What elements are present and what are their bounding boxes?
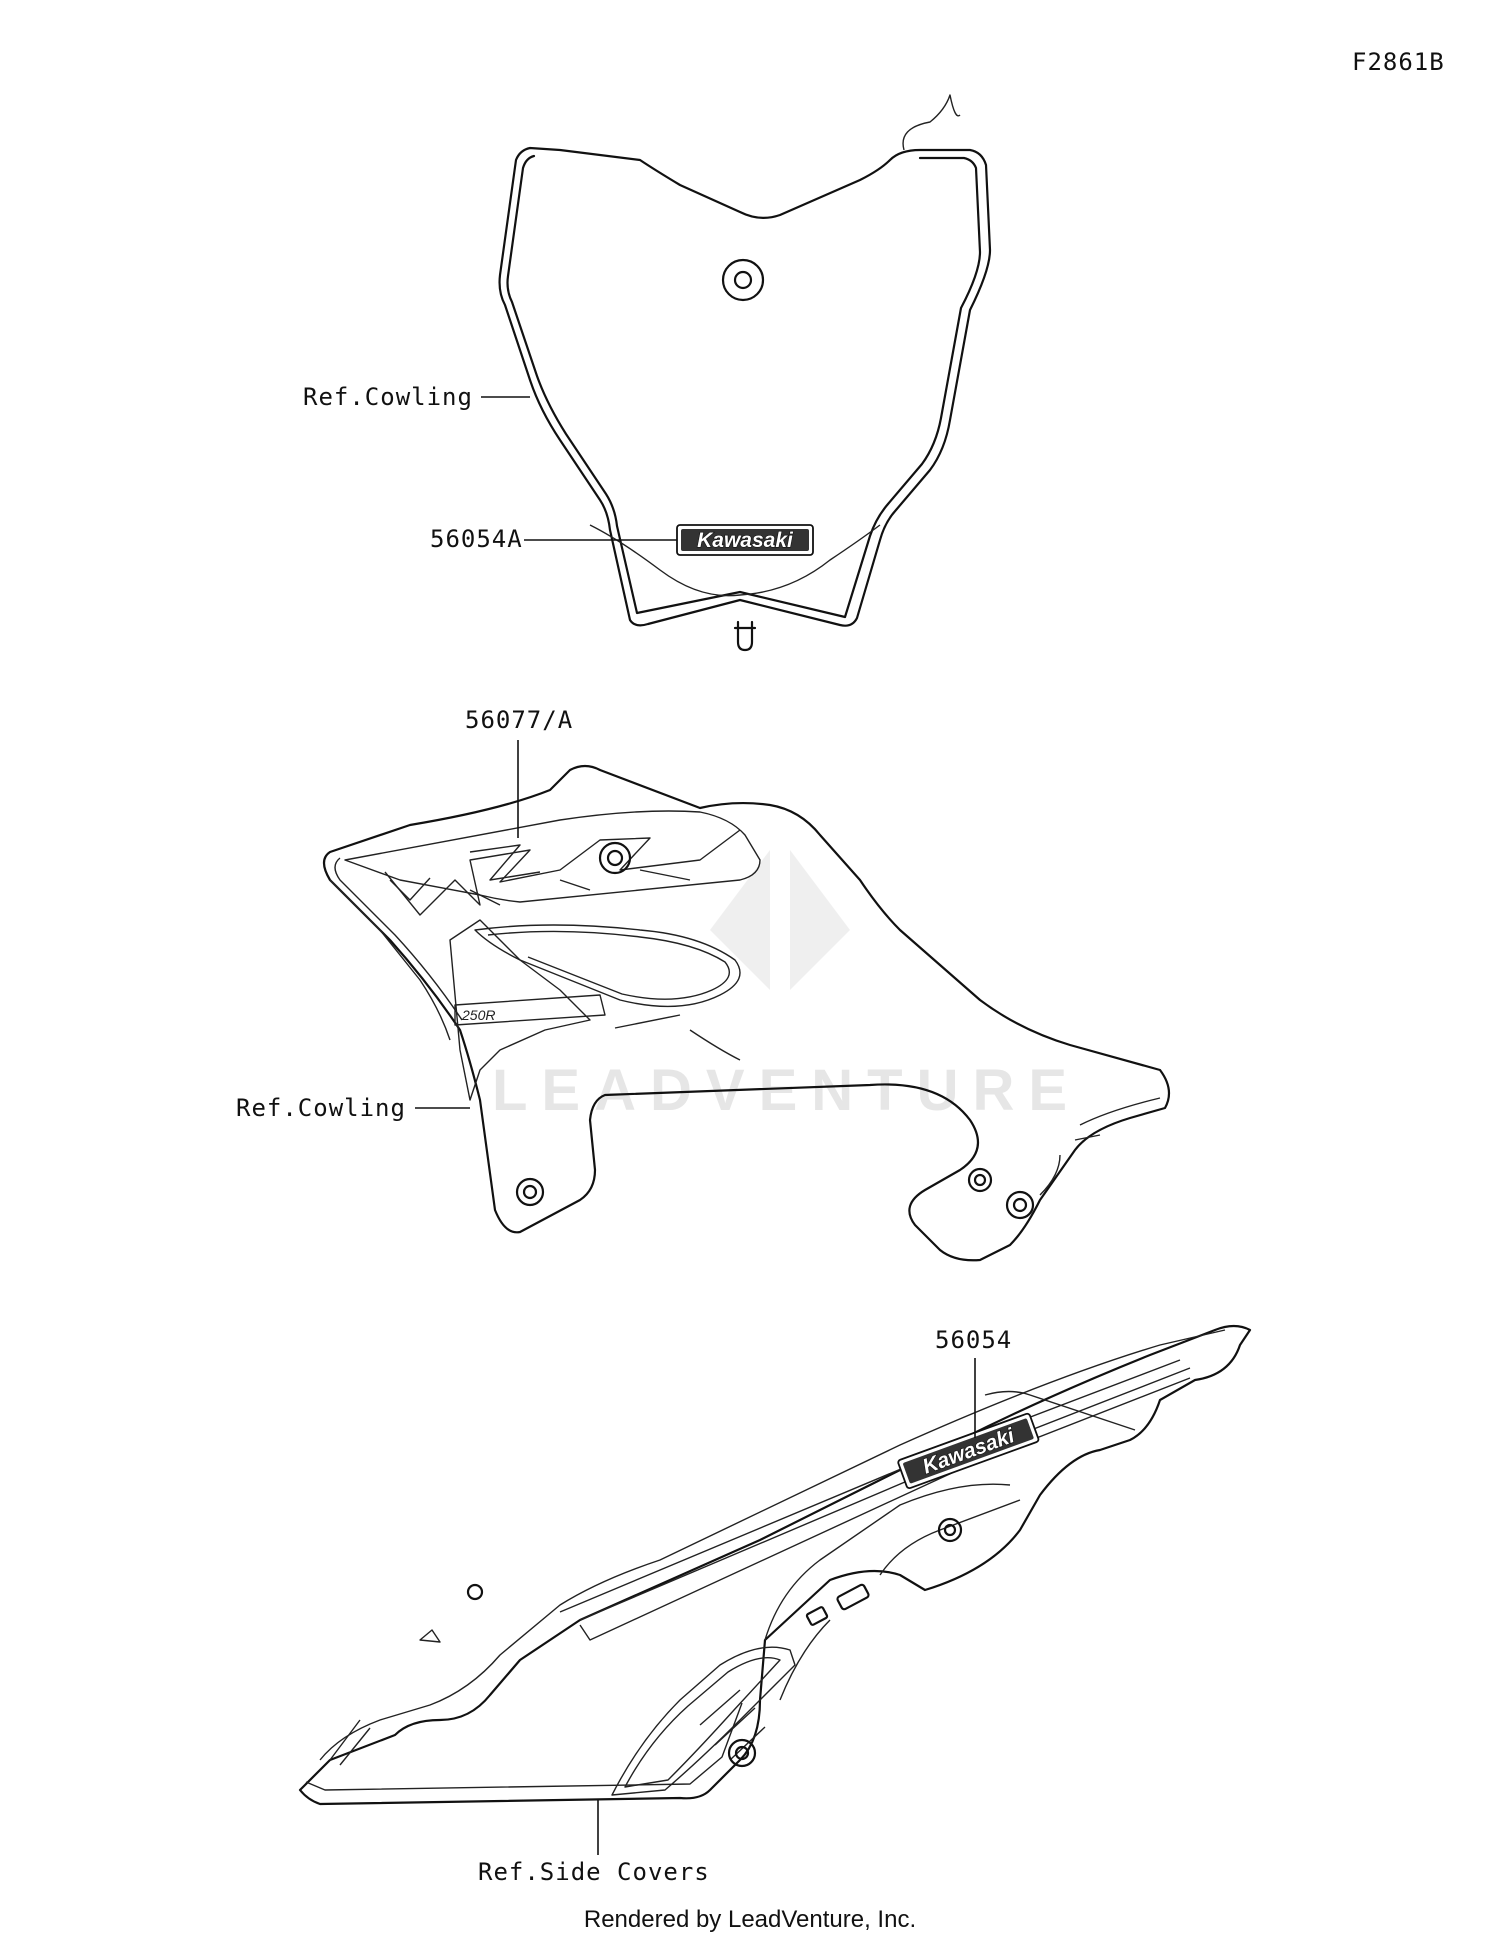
callout-side-ref: Ref.Side Covers <box>478 1800 710 1886</box>
model-250r-graphic: 250R <box>461 1007 495 1023</box>
front-part-label: 56054A <box>430 525 523 553</box>
footer-credit: Rendered by LeadVenture, Inc. <box>584 1906 916 1933</box>
front-logo-text: Kawasaki <box>697 529 794 552</box>
callout-56054A: 56054A <box>430 525 677 553</box>
shroud-ref-label: Ref.Cowling <box>236 1094 406 1122</box>
callout-front-ref: Ref.Cowling <box>303 383 530 411</box>
diagram-id: F2861B <box>1352 48 1445 76</box>
radiator-shroud: 250R <box>322 764 1171 1262</box>
side-ref-label: Ref.Side Covers <box>478 1858 710 1886</box>
front-ref-label: Ref.Cowling <box>303 383 473 411</box>
side-kawasaki-decal: Kawasaki <box>897 1412 1040 1490</box>
front-number-plate <box>498 94 992 652</box>
watermark-text: LEADVENTURE <box>492 1058 1081 1123</box>
side-cover <box>298 1324 1252 1806</box>
watermark: LEADVENTURE <box>492 850 1081 1123</box>
shroud-part-label: 56077/A <box>465 706 573 734</box>
side-part-label: 56054 <box>935 1326 1012 1354</box>
front-kawasaki-decal: Kawasaki <box>676 524 814 556</box>
callout-56054: 56054 <box>935 1326 1012 1438</box>
callout-shroud-ref: Ref.Cowling <box>236 1094 470 1122</box>
callout-56077-A: 56077/A <box>465 706 573 838</box>
